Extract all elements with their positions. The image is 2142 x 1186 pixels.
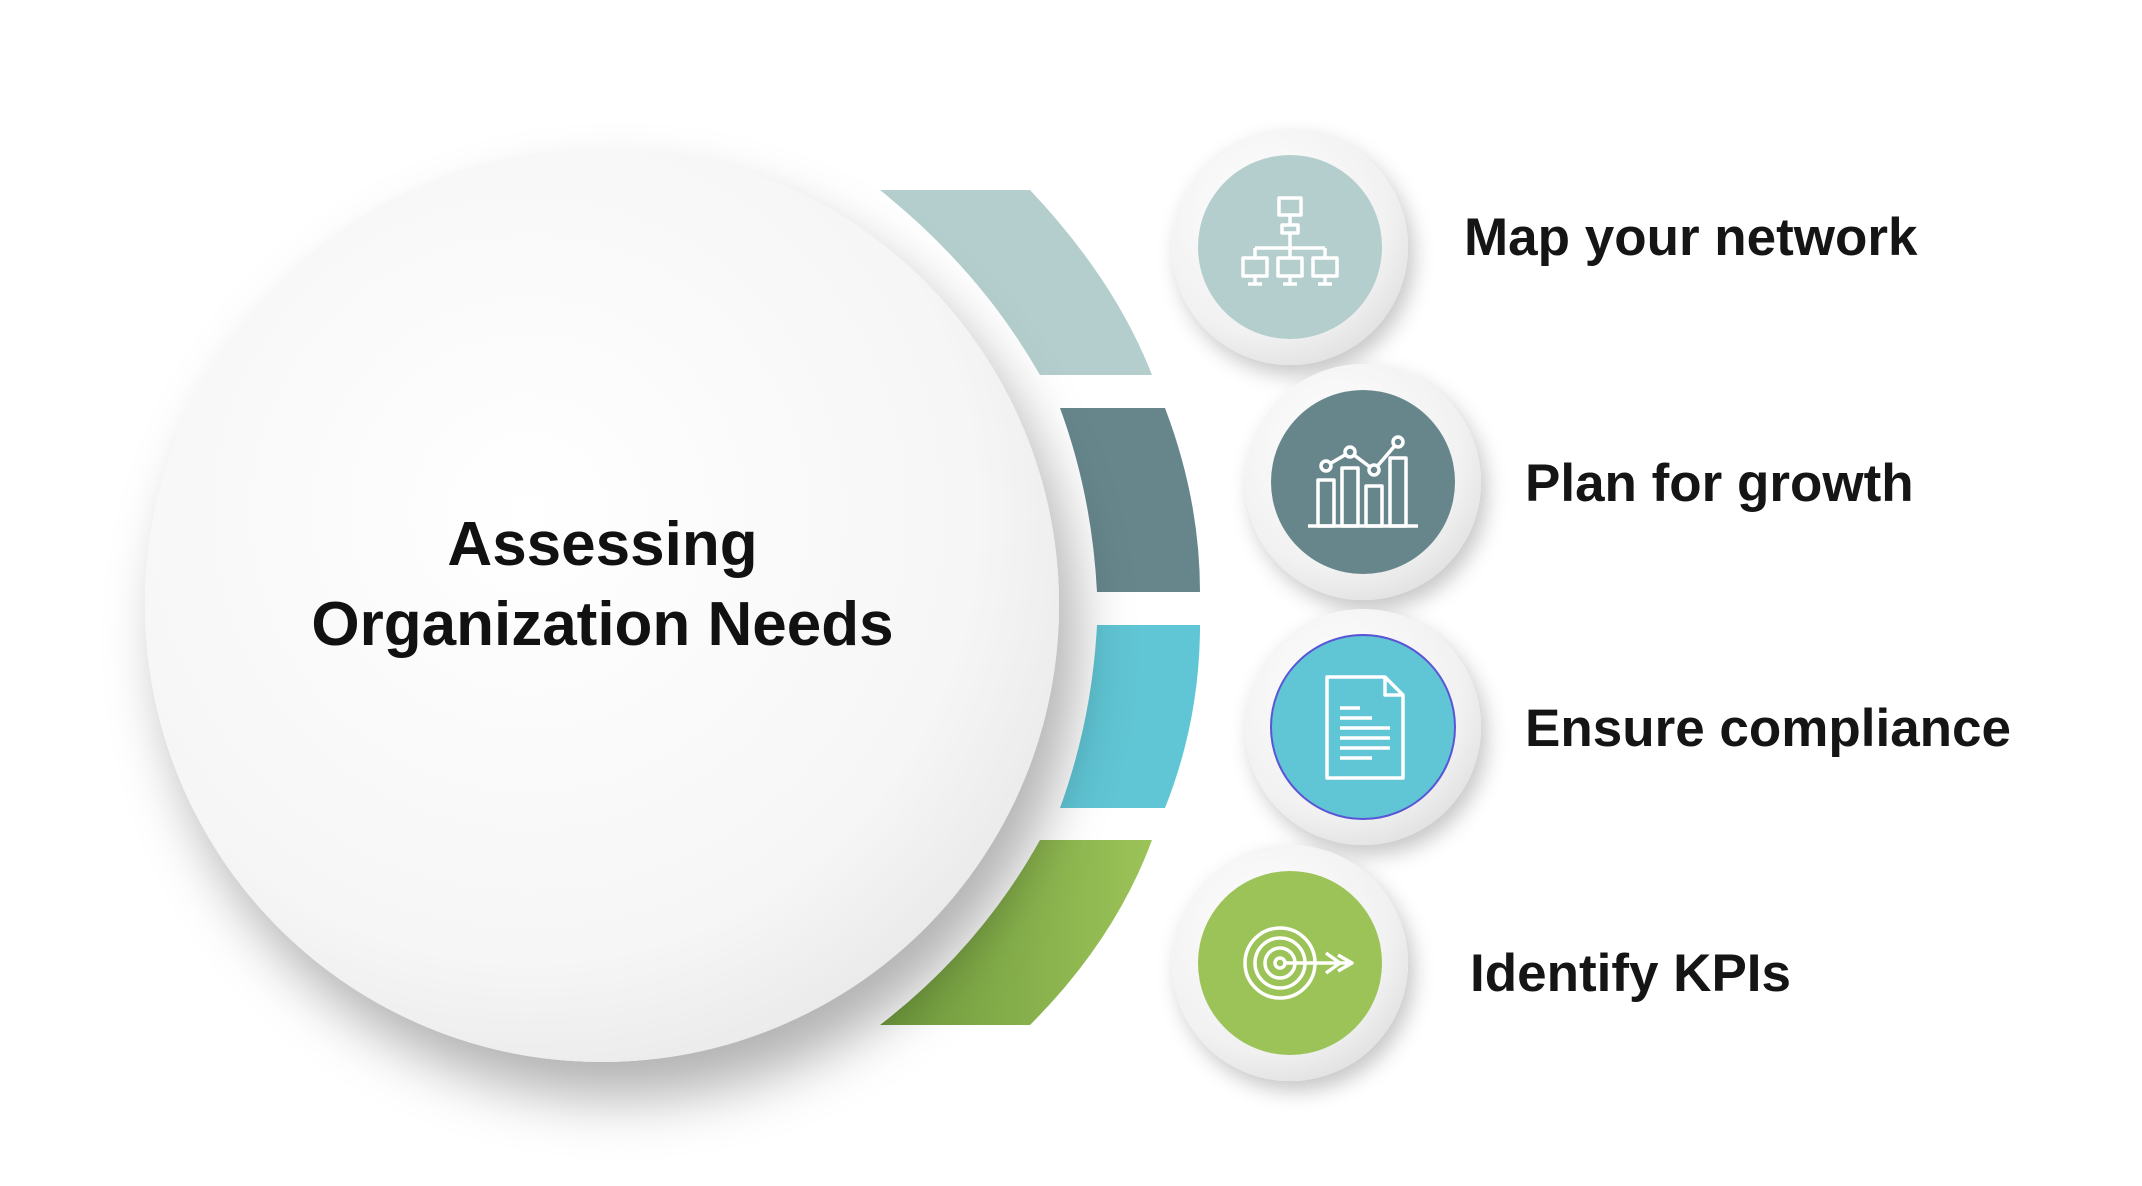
target-arrow-icon [1243,926,1354,1000]
step-4-badge [1172,845,1408,1081]
hub-title-line-2: Organization Needs [311,590,894,659]
step-label-plan-growth: Plan for growth [1525,454,1914,513]
step-label-ensure-compliance: Ensure compliance [1525,699,2012,758]
hub-title-line-1: Assessing [447,510,758,579]
arc-segment-1 [880,190,1152,375]
step-label-map-network: Map your network [1464,208,1918,267]
network-hierarchy-icon [1241,196,1339,286]
step-1-badge [1172,129,1408,365]
step-3-badge [1245,609,1481,845]
arc-segment-2 [1060,408,1200,592]
growth-chart-icon [1308,435,1418,528]
hub-title: Assessing Organization Needs [145,505,1060,665]
step-label-identify-kpis: Identify KPIs [1470,944,1792,1003]
hub-circle [145,148,1059,1062]
arc-segment-4 [880,840,1152,1025]
document-icon [1325,675,1405,780]
step-2-badge [1245,364,1481,600]
arc-segment-3 [1060,625,1200,808]
